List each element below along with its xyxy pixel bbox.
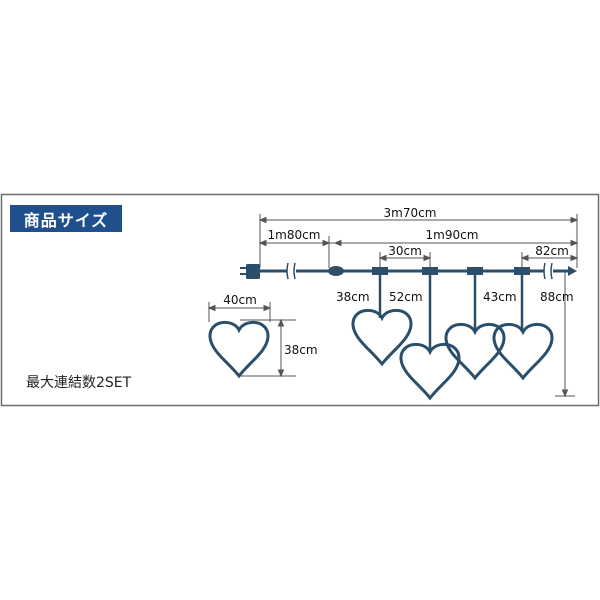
drops bbox=[378, 275, 524, 352]
arrow-head bbox=[333, 239, 342, 247]
label-drop-3: 43cm bbox=[483, 290, 517, 304]
junction-box bbox=[467, 267, 483, 275]
label-span-length: 1m90cm bbox=[426, 228, 479, 242]
arrow-head bbox=[263, 304, 272, 312]
label-drop-total: 88cm bbox=[540, 290, 574, 304]
arrow-head bbox=[378, 254, 387, 262]
arrow-head bbox=[277, 318, 285, 327]
label-heart-width: 40cm bbox=[223, 293, 257, 307]
junction-box bbox=[372, 267, 388, 275]
arrow-head bbox=[258, 216, 267, 224]
end-cap-icon bbox=[568, 266, 577, 276]
title-badge: 商品サイズ bbox=[10, 205, 122, 232]
arrow-head bbox=[570, 239, 579, 247]
arrow-head bbox=[561, 389, 569, 398]
arrow-head bbox=[570, 216, 579, 224]
label-heart-height: 38cm bbox=[284, 343, 318, 357]
arrow-head bbox=[277, 369, 285, 378]
arrow-head bbox=[520, 254, 529, 262]
connector-icon bbox=[328, 266, 344, 276]
cable-break-icon bbox=[543, 262, 553, 280]
label-drop-1: 38cm bbox=[336, 290, 370, 304]
plug-icon bbox=[240, 264, 260, 279]
arrow-head bbox=[423, 254, 432, 262]
heart-icon bbox=[208, 320, 270, 378]
cable-break-icon bbox=[286, 262, 296, 280]
label-drop-2: 52cm bbox=[389, 290, 423, 304]
arrow-head bbox=[322, 239, 331, 247]
arrow-head bbox=[258, 239, 267, 247]
max-connection-note: 最大連結数2SET bbox=[26, 375, 132, 391]
label-tail-length: 82cm bbox=[535, 244, 569, 258]
junction-box bbox=[422, 267, 438, 275]
junction-box bbox=[514, 267, 530, 275]
label-lead-length: 1m80cm bbox=[268, 228, 321, 242]
dimension-lines bbox=[207, 214, 579, 398]
label-pitch: 30cm bbox=[388, 244, 422, 258]
arrow-head bbox=[570, 254, 579, 262]
diagram-frame bbox=[0, 193, 600, 407]
label-total-length: 3m70cm bbox=[384, 206, 437, 220]
arrow-head bbox=[207, 304, 216, 312]
junctions bbox=[372, 267, 530, 275]
